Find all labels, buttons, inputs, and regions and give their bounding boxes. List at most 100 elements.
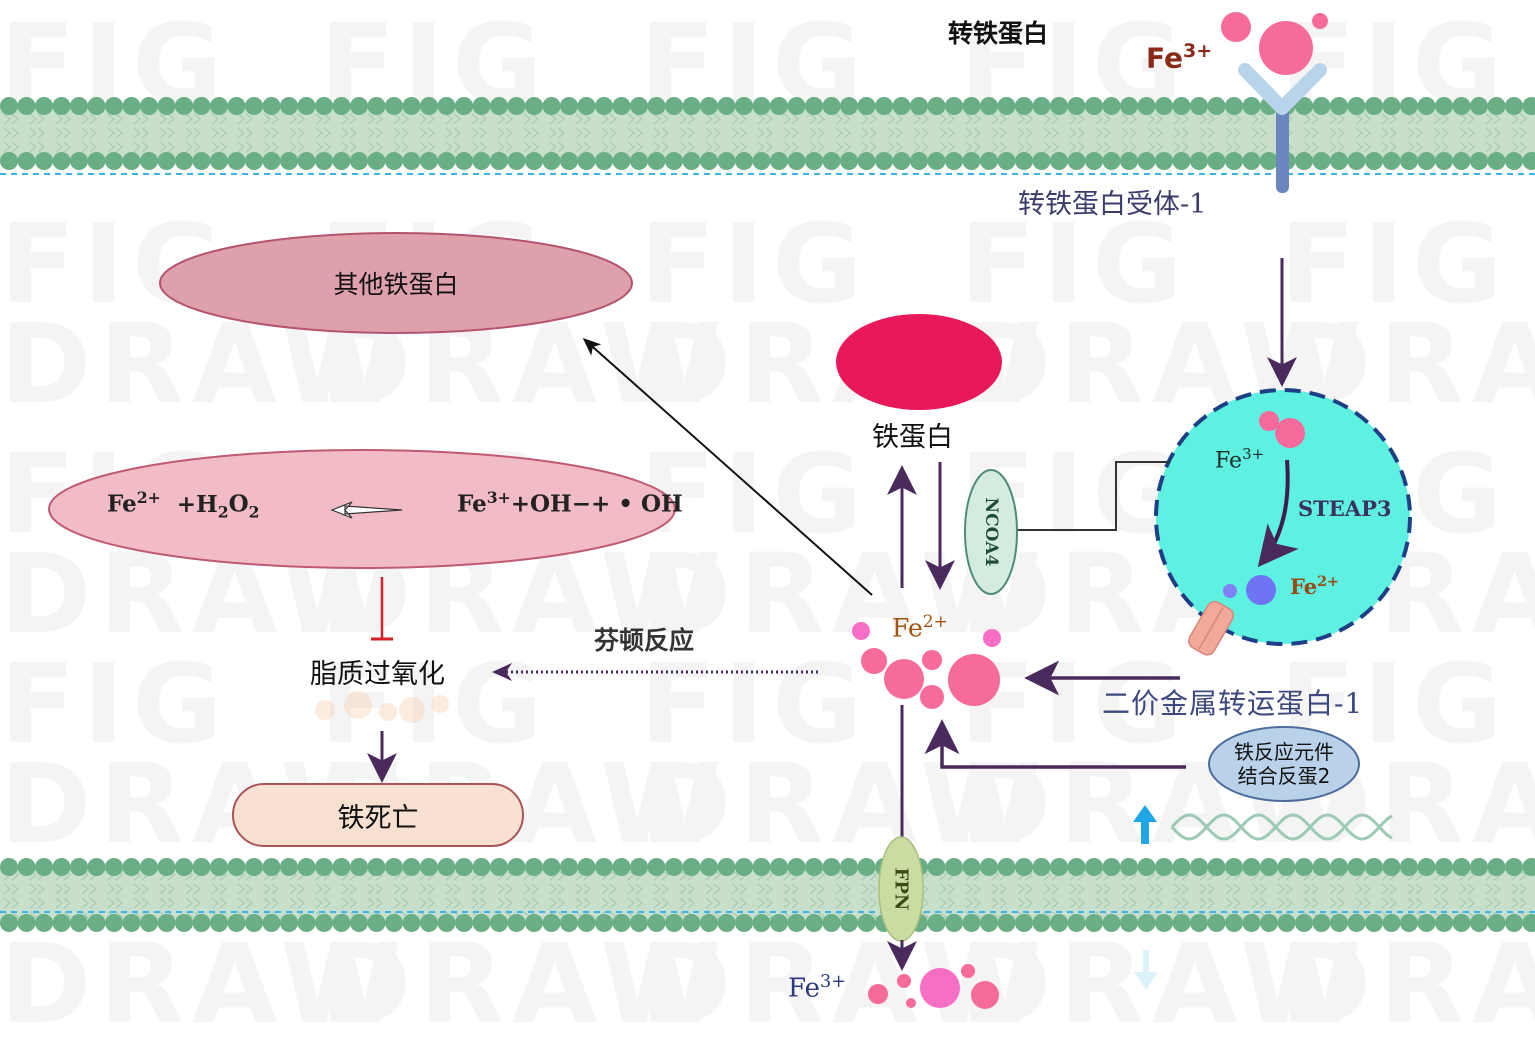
phospholipid-head (858, 97, 876, 115)
phospholipid-head (980, 97, 998, 115)
phospholipid-head (1190, 152, 1208, 170)
phospholipid-head (805, 97, 823, 115)
phospholipid-head (560, 97, 578, 115)
phospholipid-head (403, 97, 421, 115)
phospholipid-head (648, 914, 666, 932)
phospholipid-head (245, 97, 263, 115)
phospholipid-head (175, 914, 193, 932)
fe-charge: 3+ (487, 488, 511, 507)
ferroptosis-diagram: FIG FIG FIG FIG FIG FIG FIG FIG FIG FIG … (0, 0, 1535, 1019)
phospholipid-head (910, 152, 928, 170)
other-ferritin-label: 其他铁蛋白 (160, 258, 632, 308)
phospholipid-head (1330, 152, 1348, 170)
phospholipid-head (88, 97, 106, 115)
phospholipid-head (753, 914, 771, 932)
phospholipid-head (875, 97, 893, 115)
phospholipid-head (123, 914, 141, 932)
phospholipid-head (753, 97, 771, 115)
phospholipid-head (158, 914, 176, 932)
phospholipid-head (543, 97, 561, 115)
phospholipid-head (560, 914, 578, 932)
phospholipid-head (210, 152, 228, 170)
phospholipid-head (18, 914, 36, 932)
phospholipid-head (980, 152, 998, 170)
phospholipid-head (543, 152, 561, 170)
phospholipid-head (1068, 152, 1086, 170)
phospholipid-head (543, 914, 561, 932)
phospholipid-head (1260, 152, 1278, 170)
phospholipid-head (1330, 858, 1348, 876)
phospholipid-head (1068, 858, 1086, 876)
phospholipid-head (945, 858, 963, 876)
phospholipid-head (298, 914, 316, 932)
phospholipid-head (1050, 97, 1068, 115)
phospholipid-head (245, 152, 263, 170)
phospholipid-head (770, 858, 788, 876)
phospholipid-head (823, 152, 841, 170)
phospholipid-head (630, 97, 648, 115)
iron-ion-ferrous (1246, 575, 1276, 605)
iron-ion-ferrous (1223, 584, 1237, 598)
phospholipid-head (193, 152, 211, 170)
phospholipid-head (683, 152, 701, 170)
phospholipid-head (263, 858, 281, 876)
phospholipid-head (210, 97, 228, 115)
dmt1-label: 二价金属转运蛋白-1 (1102, 682, 1363, 722)
phospholipid-head (613, 858, 631, 876)
phospholipid-head (683, 858, 701, 876)
phospholipid-head (980, 858, 998, 876)
phospholipid-head (438, 152, 456, 170)
phospholipid-head (1138, 152, 1156, 170)
phospholipid-head (1068, 97, 1086, 115)
irp2-label-line1: 铁反应元件 (1234, 740, 1334, 764)
phospholipid-head (1138, 97, 1156, 115)
phospholipid-head (1085, 914, 1103, 932)
phospholipid-head (1505, 152, 1523, 170)
phospholipid-head (1190, 914, 1208, 932)
phospholipid-head (630, 914, 648, 932)
phospholipid-head (1313, 152, 1331, 170)
phospholipid-head (1033, 152, 1051, 170)
phospholipid-head (228, 97, 246, 115)
phospholipid-head (508, 858, 526, 876)
phospholipid-head (665, 152, 683, 170)
tfr1-label: 转铁蛋白受体-1 (1018, 182, 1206, 221)
phospholipid-head (18, 152, 36, 170)
ferroptosis-label: 铁死亡 (233, 784, 523, 846)
phospholipid-head (368, 858, 386, 876)
phospholipid-head (1365, 97, 1383, 115)
phospholipid-head (578, 152, 596, 170)
phospholipid-head (70, 858, 88, 876)
phospholipid-head (1488, 97, 1506, 115)
phospholipid-head (1313, 97, 1331, 115)
phospholipid-head (1173, 858, 1191, 876)
phospholipid-head (420, 152, 438, 170)
phospholipid-head (928, 97, 946, 115)
phospholipid-head (595, 858, 613, 876)
membrane-head-row (0, 97, 1535, 115)
phospholipid-head (1225, 858, 1243, 876)
phospholipid-head (193, 858, 211, 876)
phospholipid-head (805, 914, 823, 932)
phospholipid-head (140, 858, 158, 876)
phospholipid-head (700, 858, 718, 876)
phospholipid-head (158, 97, 176, 115)
phospholipid-head (1505, 97, 1523, 115)
phospholipid-head (228, 914, 246, 932)
phospholipid-head (840, 914, 858, 932)
phospholipid-head (1313, 914, 1331, 932)
phospholipid-head (1173, 97, 1191, 115)
phospholipid-head (700, 914, 718, 932)
phospholipid-head (1103, 97, 1121, 115)
phospholipid-head (683, 914, 701, 932)
phospholipid-head (1295, 858, 1313, 876)
phospholipid-head (1383, 97, 1401, 115)
fenton-products: Fe3++OH−+ • OH (457, 488, 683, 518)
phospholipid-head (595, 914, 613, 932)
phospholipid-head (1103, 152, 1121, 170)
phospholipid-head (1103, 914, 1121, 932)
phospholipid-head (1120, 914, 1138, 932)
lipid-peroxidation-label: 脂质过氧化 (310, 652, 445, 691)
phospholipid-head (88, 914, 106, 932)
fe-symbol: Fe (107, 491, 137, 518)
